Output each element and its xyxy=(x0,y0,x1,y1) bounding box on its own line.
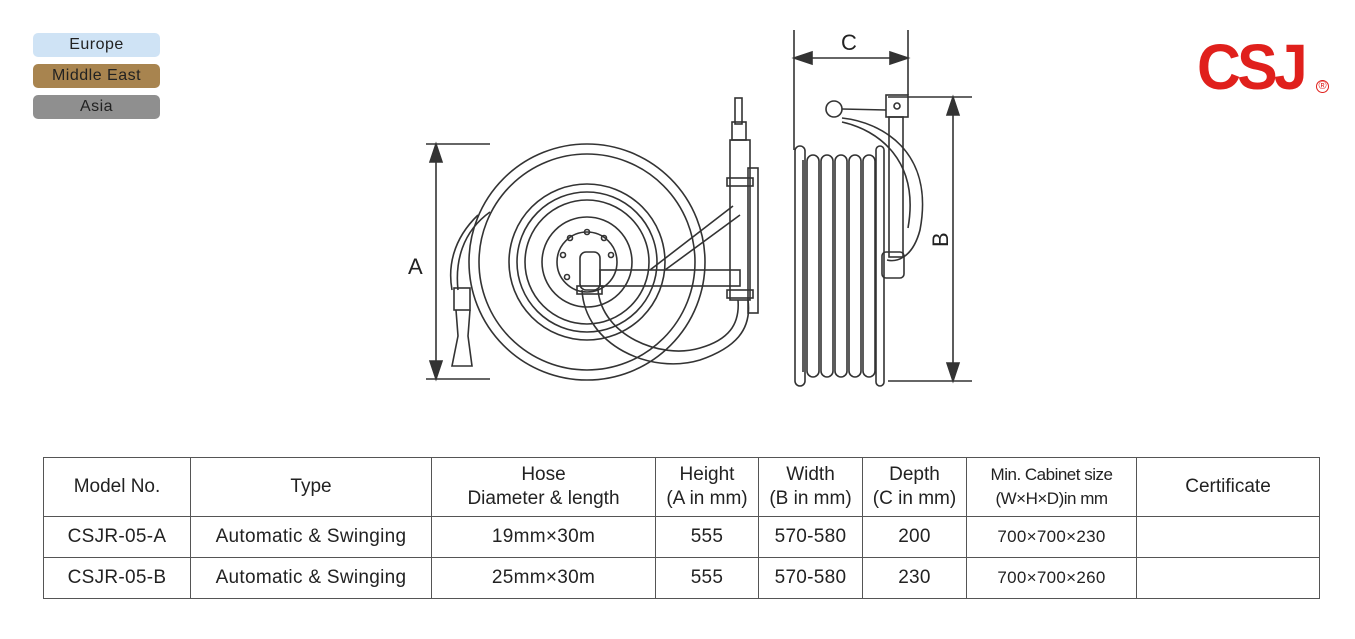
cell-model: CSJR-05-B xyxy=(43,557,191,599)
cell-width: 570-580 xyxy=(758,516,863,558)
cell-depth: 200 xyxy=(862,516,967,558)
header-model: Model No. xyxy=(43,457,191,517)
cell-type: Automatic & Swinging xyxy=(190,516,432,558)
side-view xyxy=(791,30,972,387)
dimension-a-label: A xyxy=(408,254,423,279)
hose-reel-drawing: A C B xyxy=(408,30,972,387)
cell-height: 555 xyxy=(655,557,759,599)
header-height: Height (A in mm) xyxy=(655,457,759,517)
header-certificate: Certificate xyxy=(1136,457,1320,517)
spec-table: Model No. Type Hose Diameter & length He… xyxy=(43,457,1320,599)
cell-hose: 25mm×30m xyxy=(431,557,656,599)
cell-hose: 19mm×30m xyxy=(431,516,656,558)
header-depth: Depth (C in mm) xyxy=(862,457,967,517)
cell-depth: 230 xyxy=(862,557,967,599)
logo-text: CSJ xyxy=(1197,31,1308,103)
dimension-b-label: B xyxy=(928,232,953,247)
registered-mark: ® xyxy=(1316,80,1329,93)
cell-width: 570-580 xyxy=(758,557,863,599)
table-row: CSJR-05-B Automatic & Swinging 25mm×30m … xyxy=(43,557,1320,599)
csj-logo: CSJ ® xyxy=(1197,32,1337,102)
header-cabinet: Min. Cabinet size (W×H×D)in mm xyxy=(966,457,1137,517)
table-header-row: Model No. Type Hose Diameter & length He… xyxy=(43,457,1320,517)
region-tag-middle-east: Middle East xyxy=(33,64,160,88)
cell-cabinet: 700×700×230 xyxy=(966,516,1137,558)
region-tag-europe: Europe xyxy=(33,33,160,57)
header-width: Width (B in mm) xyxy=(758,457,863,517)
cell-cabinet: 700×700×260 xyxy=(966,557,1137,599)
cell-model: CSJR-05-A xyxy=(43,516,191,558)
cell-certificate xyxy=(1136,516,1320,558)
region-tag-asia: Asia xyxy=(33,95,160,119)
cell-height: 555 xyxy=(655,516,759,558)
cell-certificate xyxy=(1136,557,1320,599)
cell-type: Automatic & Swinging xyxy=(190,557,432,599)
dimension-c-label: C xyxy=(841,30,857,55)
region-tags: Europe Middle East Asia xyxy=(33,33,160,126)
header-hose: Hose Diameter & length xyxy=(431,457,656,517)
table-row: CSJR-05-A Automatic & Swinging 19mm×30m … xyxy=(43,516,1320,558)
front-view xyxy=(426,97,759,382)
header-type: Type xyxy=(190,457,432,517)
